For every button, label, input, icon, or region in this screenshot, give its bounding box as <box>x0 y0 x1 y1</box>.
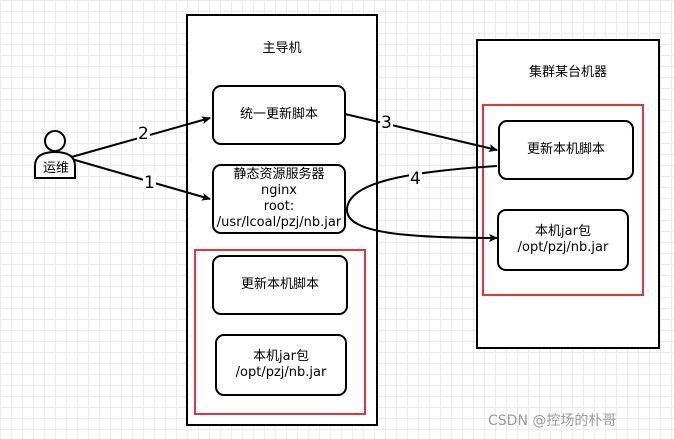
cluster-local-jar-line-1: 本机jar包 <box>535 224 591 239</box>
cluster-host-title: 集群某台机器 <box>528 65 607 80</box>
cluster-highlight-box <box>482 104 644 296</box>
main-local-jar-node: 本机jar包 /opt/pzj/nb.jar <box>215 334 347 396</box>
cluster-local-jar-line-2: /opt/pzj/nb.jar <box>517 240 609 255</box>
static-server-line-2: nginx <box>260 183 298 198</box>
main-local-update-script-label: 更新本机脚本 <box>240 277 319 292</box>
main-highlight-box <box>194 249 366 415</box>
cluster-local-update-script-label: 更新本机脚本 <box>526 142 605 157</box>
edge-label-2: 2 <box>137 124 150 144</box>
static-server-line-3: root: <box>263 199 295 214</box>
edge-label-4: 4 <box>409 169 422 189</box>
unified-update-script-label: 统一更新脚本 <box>239 107 318 122</box>
edge-4 <box>345 165 498 242</box>
main-local-update-script-node: 更新本机脚本 <box>212 255 348 315</box>
edge-label-1: 1 <box>143 173 156 193</box>
actor-label: 运维 <box>42 161 71 176</box>
main-host-title: 主导机 <box>262 41 302 56</box>
watermark: CSDN @控场的朴哥 <box>488 413 617 429</box>
main-local-jar-line-1: 本机jar包 <box>253 349 309 364</box>
unified-update-script-node: 统一更新脚本 <box>212 85 346 145</box>
main-local-jar-line-2: /opt/pzj/nb.jar <box>235 365 327 380</box>
static-server-line-1: 静态资源服务器 <box>233 167 325 182</box>
cluster-local-update-script-node: 更新本机脚本 <box>498 120 634 180</box>
static-resource-server-node: 静态资源服务器 nginx root: /usr/lcoal/pzj/nb.ja… <box>212 164 346 234</box>
edge-3 <box>344 113 498 153</box>
static-server-line-4: /usr/lcoal/pzj/nb.jar <box>216 215 342 230</box>
cluster-local-jar-node: 本机jar包 /opt/pzj/nb.jar <box>497 209 629 271</box>
cluster-host-container <box>476 39 660 349</box>
edge-1 <box>67 157 211 201</box>
edge-label-3: 3 <box>380 113 393 133</box>
